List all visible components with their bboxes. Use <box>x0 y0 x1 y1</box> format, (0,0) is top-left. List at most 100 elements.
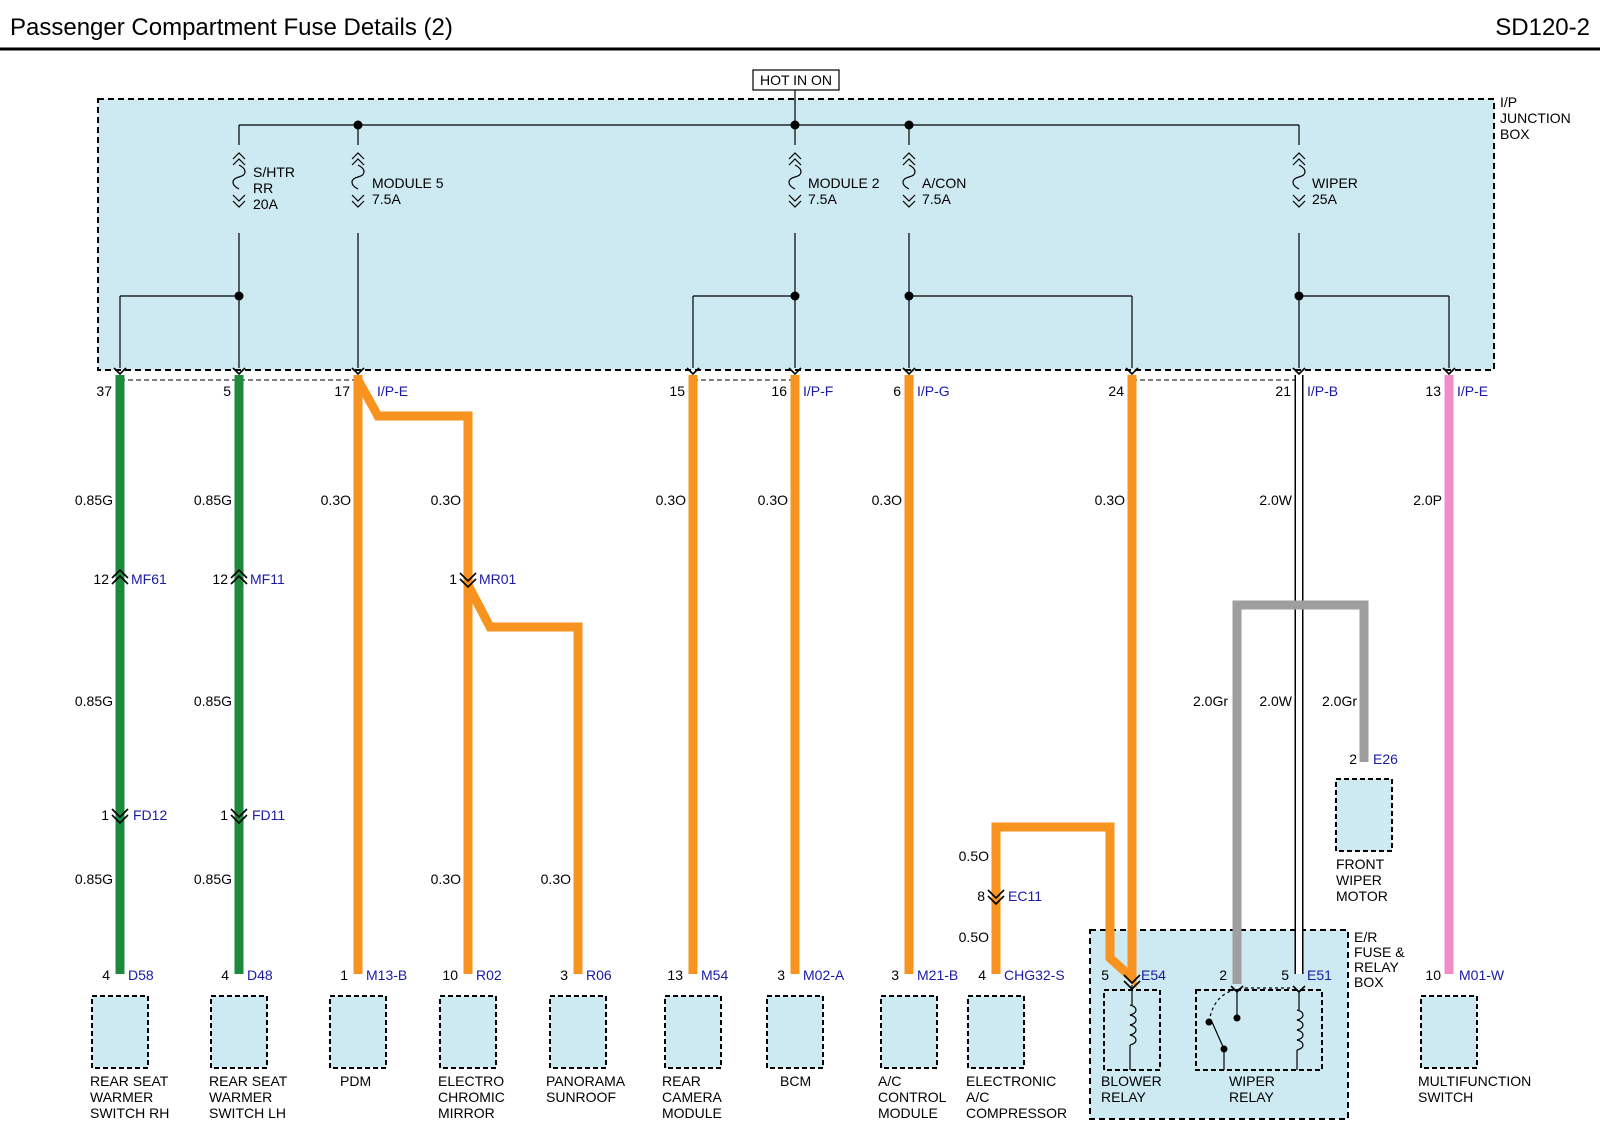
fuse-module2-l1: MODULE 2 <box>808 175 880 191</box>
comp-pin: 10 <box>442 967 458 983</box>
electronic-ac-compressor <box>967 995 1025 1069</box>
page-code: SD120-2 <box>1495 14 1590 41</box>
fuse-wiper-l1: WIPER <box>1312 175 1358 191</box>
inline-conn-fd12: FD12 <box>133 807 167 823</box>
comp-conn-m13b: M13-B <box>366 967 407 983</box>
comp-label: PDM <box>340 1073 371 1089</box>
comp-label: SWITCH RH <box>90 1105 169 1121</box>
wire-label: 0.3O <box>541 871 571 887</box>
conn-ip-b: I/P-B <box>1307 383 1338 399</box>
pdm <box>329 995 387 1069</box>
inline-conn-e26: E26 <box>1373 751 1398 767</box>
bcm <box>766 995 824 1069</box>
comp-label: RELAY <box>1101 1089 1147 1105</box>
wire-label: 2.0Gr <box>1322 693 1357 709</box>
comp-conn-chg32s: CHG32-S <box>1004 967 1065 983</box>
ip-box-label-1: I/P <box>1500 94 1517 110</box>
comp-conn-r02: R02 <box>476 967 502 983</box>
fuse-module5-l2: 7.5A <box>372 191 401 207</box>
comp-conn-d58: D58 <box>128 967 154 983</box>
wire-gray-e26 <box>1299 600 1369 762</box>
ac-control-module <box>880 995 938 1069</box>
comp-label: MODULE <box>662 1105 722 1121</box>
wire-label: 0.3O <box>321 492 351 508</box>
wire-label: 0.5O <box>959 848 989 864</box>
inline-chevrons <box>111 569 1141 990</box>
comp-pin: 4 <box>978 967 986 983</box>
comp-label: RELAY <box>1229 1089 1275 1105</box>
relay-contacts <box>1205 1014 1241 1053</box>
fuse-s-htr-l2: RR <box>253 180 273 196</box>
comp-label: MIRROR <box>438 1105 495 1121</box>
page-title: Passenger Compartment Fuse Details (2) <box>10 14 453 41</box>
wire-gray-relay <box>1232 600 1299 984</box>
wire-label: 0.5O <box>959 929 989 945</box>
pin-24: 24 <box>1108 383 1124 399</box>
wire-label: 0.3O <box>656 492 686 508</box>
ip-box-label-2: JUNCTION <box>1500 110 1571 126</box>
fuse-acon-l1: A/CON <box>922 175 966 191</box>
comp-label: REAR SEAT <box>90 1073 169 1089</box>
inline-pin: 1 <box>101 807 109 823</box>
comp-label: FRONT <box>1336 856 1385 872</box>
inline-conn-fd11: FD11 <box>252 807 285 823</box>
pin-21: 21 <box>1275 383 1291 399</box>
inline-pin: 12 <box>93 571 109 587</box>
fuse-module2-l2: 7.5A <box>808 191 837 207</box>
comp-conn-d48: D48 <box>247 967 273 983</box>
comp-label: CAMERA <box>662 1089 723 1105</box>
wire-orange-24 <box>991 375 1137 989</box>
fuse-wiper-l2: 25A <box>1312 191 1338 207</box>
comp-label: WARMER <box>209 1089 272 1105</box>
conn-ip-g: I/P-G <box>917 383 950 399</box>
pin-17: 17 <box>334 383 350 399</box>
comp-pin: 2 <box>1219 967 1227 983</box>
comp-label: SWITCH LH <box>209 1105 286 1121</box>
er-box-label-1: E/R <box>1354 929 1377 945</box>
pin-6: 6 <box>893 383 901 399</box>
pin-5: 5 <box>223 383 231 399</box>
pin-13: 13 <box>1425 383 1441 399</box>
wiper-relay <box>1195 989 1323 1071</box>
rear-seat-warmer-switch-lh <box>210 995 268 1069</box>
components <box>91 989 1478 1071</box>
wire-label: 0.3O <box>431 492 461 508</box>
hot-in-on-label: HOT IN ON <box>760 72 832 88</box>
wire-label: 2.0P <box>1413 492 1442 508</box>
comp-pin: 5 <box>1101 967 1109 983</box>
fuse-acon-l2: 7.5A <box>922 191 951 207</box>
wire-label: 0.85G <box>194 871 232 887</box>
comp-label: ELECTRONIC <box>966 1073 1056 1089</box>
comp-pin: 1 <box>340 967 348 983</box>
comp-pin: 4 <box>221 967 229 983</box>
inline-conn-mf61: MF61 <box>131 571 167 587</box>
header: Passenger Compartment Fuse Details (2) S… <box>0 14 1600 51</box>
comp-pin: 3 <box>777 967 785 983</box>
front-wiper-motor <box>1335 778 1393 852</box>
wire-label: 2.0W <box>1259 492 1292 508</box>
multifunction-switch <box>1420 995 1478 1069</box>
wire-label: 0.85G <box>194 693 232 709</box>
panorama-sunroof <box>549 995 607 1069</box>
comp-conn-e54: E54 <box>1141 967 1166 983</box>
comp-label: CONTROL <box>878 1089 947 1105</box>
er-box-label-3: RELAY <box>1354 959 1400 975</box>
inline-conn-ec11: EC11 <box>1008 888 1042 904</box>
wires <box>115 375 1454 989</box>
wire-label: 0.3O <box>1095 492 1125 508</box>
comp-pin: 3 <box>891 967 899 983</box>
electro-chromic-mirror <box>439 995 497 1069</box>
wire-label: 0.3O <box>431 871 461 887</box>
comp-label: COMPRESSOR <box>966 1105 1067 1121</box>
comp-label: REAR SEAT <box>209 1073 288 1089</box>
rear-camera-module <box>664 995 722 1069</box>
inline-conn-mr01: MR01 <box>479 571 517 587</box>
comp-label: SWITCH <box>1418 1089 1473 1105</box>
wire-label: 2.0Gr <box>1193 693 1228 709</box>
pin-37: 37 <box>96 383 112 399</box>
inline-conn-mf11: MF11 <box>250 571 285 587</box>
wire-label: 0.85G <box>75 693 113 709</box>
comp-label: WARMER <box>90 1089 153 1105</box>
ip-box-label-3: BOX <box>1500 126 1530 142</box>
